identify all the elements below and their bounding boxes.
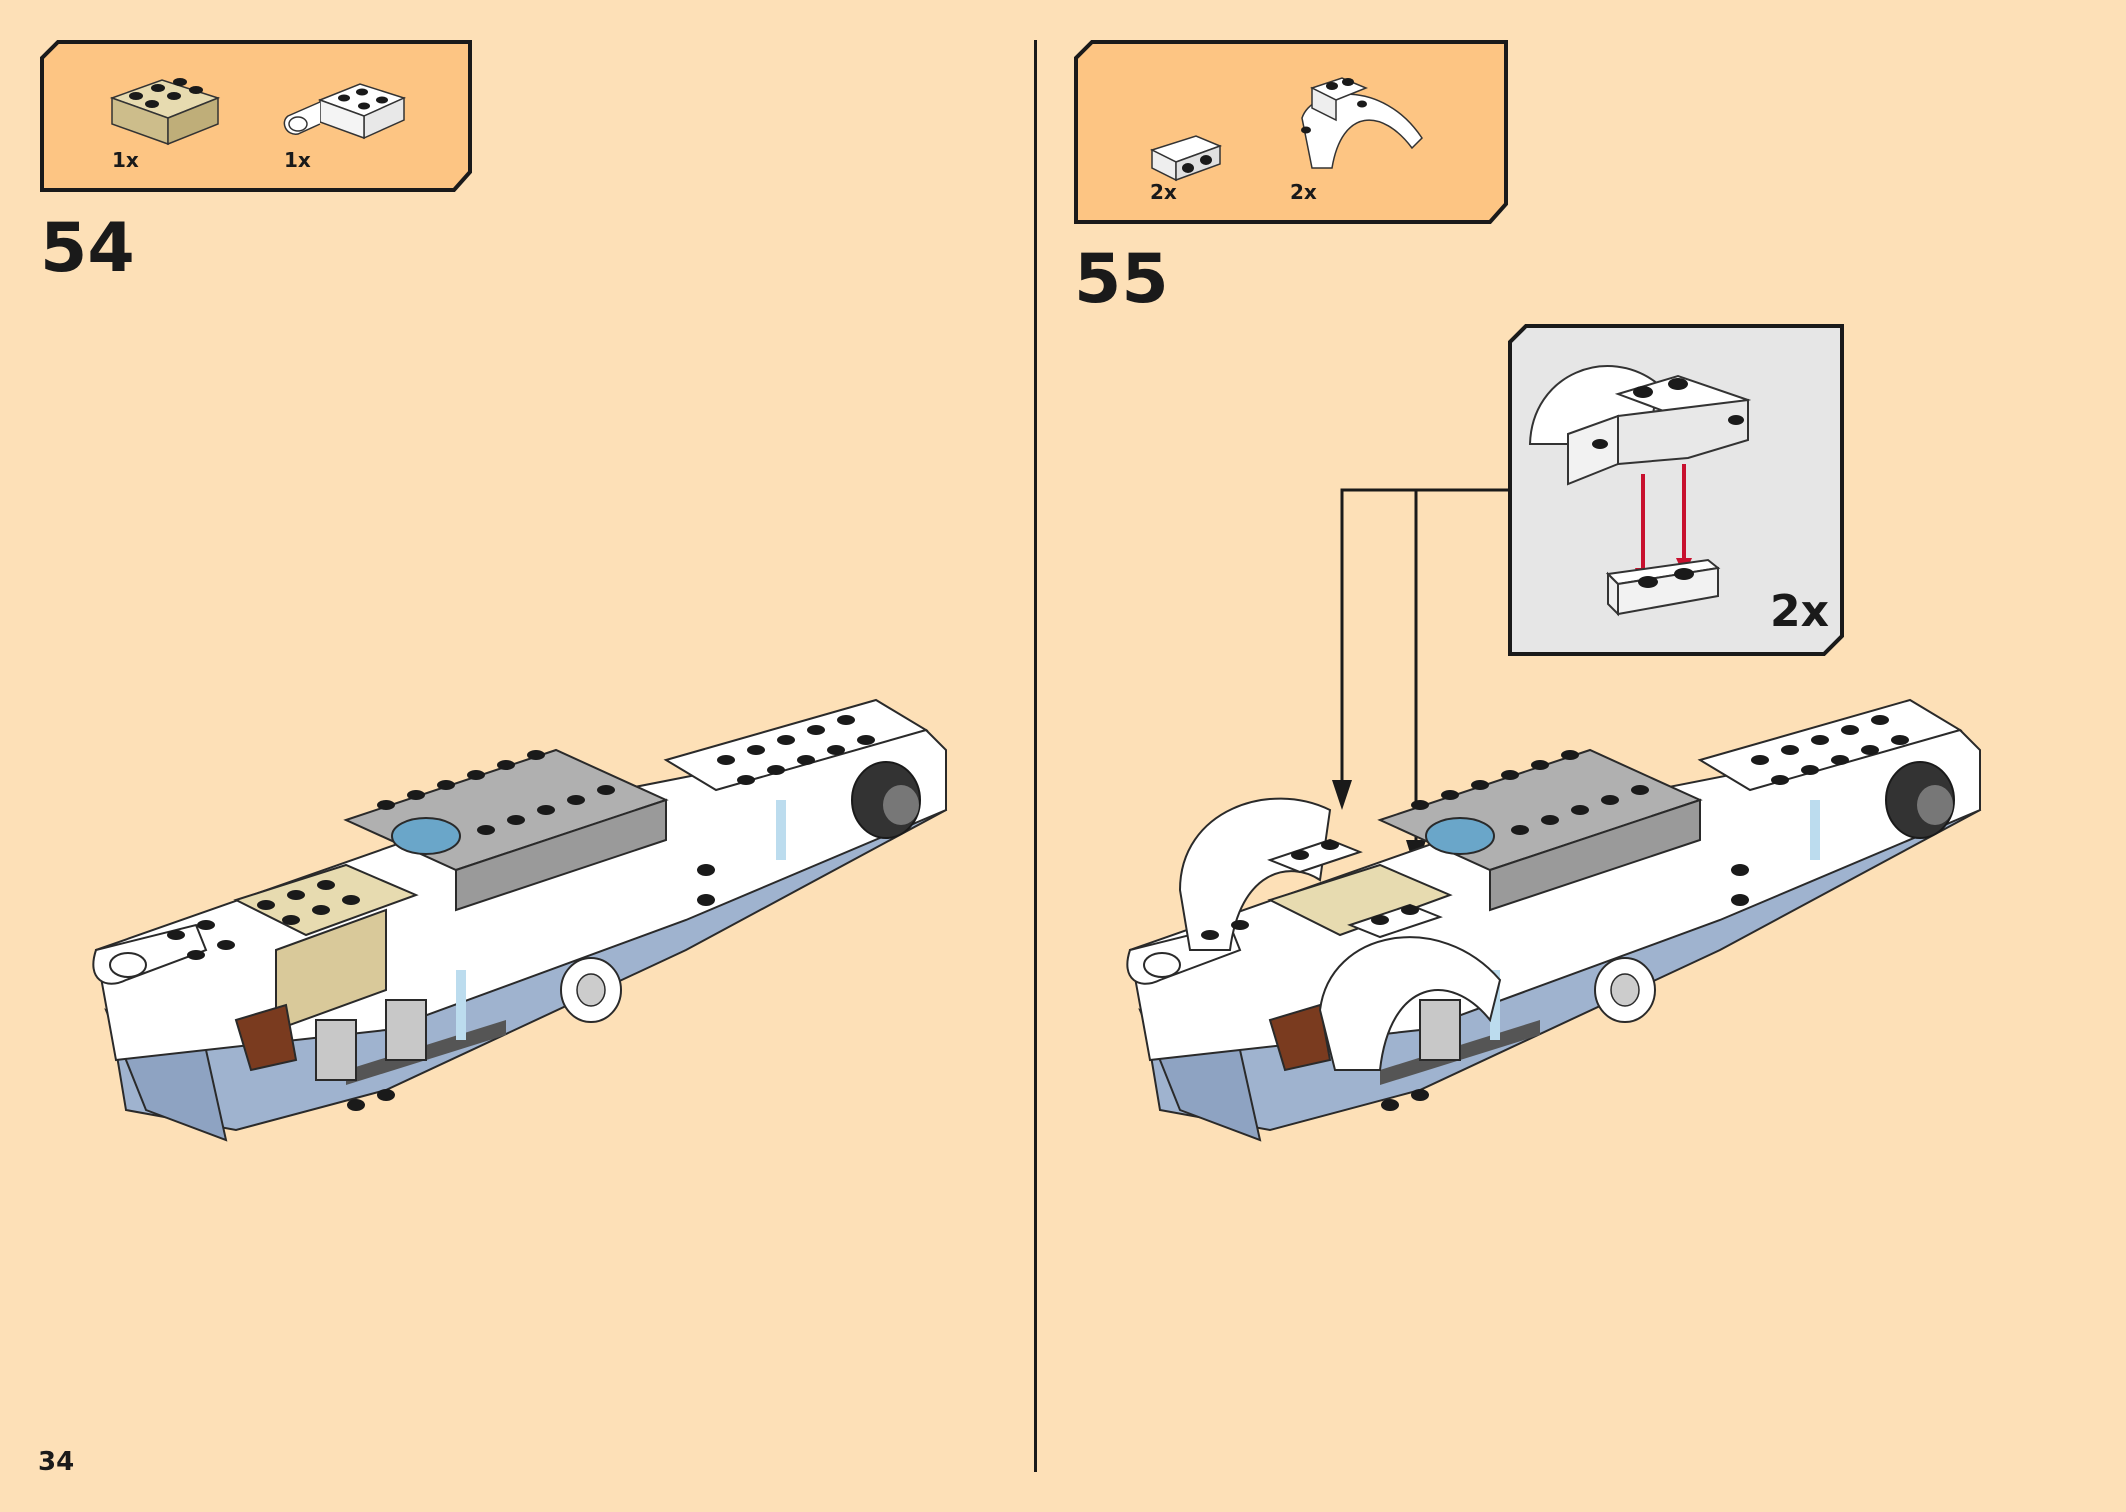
step-number: 55 xyxy=(1074,240,1169,319)
page-divider xyxy=(1034,40,1037,1472)
white-arch-mudguard-icon xyxy=(1301,77,1423,169)
part-qty: 2x xyxy=(1290,180,1317,204)
white-1x2-bracket-icon xyxy=(1150,135,1223,182)
callout-qty: 2x xyxy=(1770,586,1829,637)
tan-2x3-brick-icon xyxy=(109,78,221,146)
part-qty: 1x xyxy=(112,148,139,172)
step-number: 54 xyxy=(40,209,135,288)
page-number: 34 xyxy=(38,1447,75,1477)
white-clip-brick-icon xyxy=(283,83,407,140)
step-55-parts-box: 2x 2x xyxy=(1074,40,1508,224)
part-qty: 2x xyxy=(1150,180,1177,204)
part-qty: 1x xyxy=(284,148,311,172)
sub-assembly-callout: 2x xyxy=(1508,324,1844,656)
model-step-55 xyxy=(1126,698,1982,1142)
step-54-parts-box: 1x 1x xyxy=(40,40,472,192)
model-step-54 xyxy=(92,698,948,1142)
